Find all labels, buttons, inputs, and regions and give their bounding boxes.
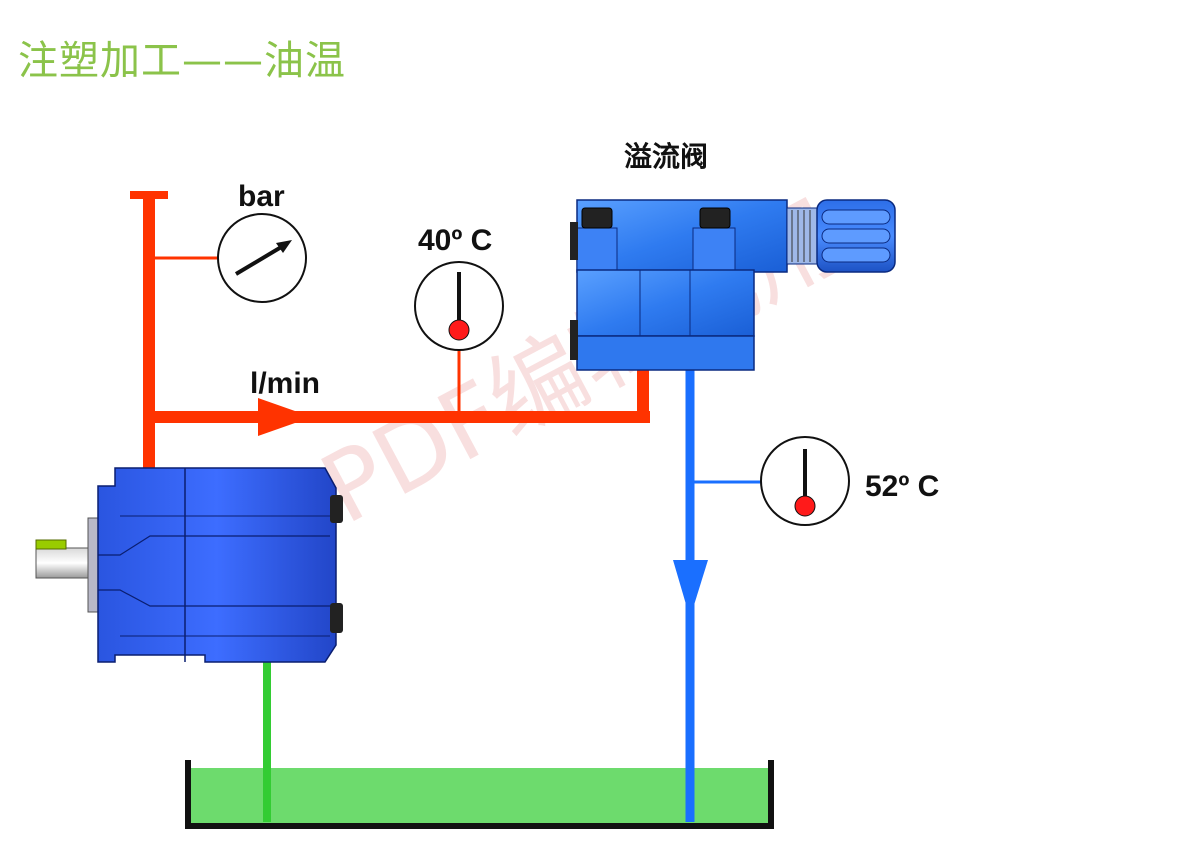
tank-walls [185, 760, 774, 829]
thermometer-return [760, 436, 850, 526]
pressure-unit-label: bar [238, 180, 285, 213]
flow-unit-label: l/min [250, 367, 320, 400]
thermometer-bulb-icon [448, 319, 470, 341]
tank-oil [190, 768, 770, 824]
hydraulic-pump [35, 467, 343, 663]
thermometer-supply [414, 261, 504, 351]
return-direction-arrow [673, 560, 708, 618]
relief-valve-label: 溢流阀 [624, 140, 708, 173]
temp-return-label: 52º C [865, 470, 939, 503]
return-line [673, 370, 762, 822]
temp-supply-label: 40º C [418, 224, 492, 257]
gauge-needle-icon [276, 240, 292, 253]
page-title: 注塑加工——油温 [18, 38, 346, 84]
oil-tank [185, 760, 774, 829]
pressure-gauge [217, 213, 307, 303]
pressure-line [130, 191, 650, 470]
flow-direction-arrow [258, 398, 312, 436]
relief-valve [570, 199, 896, 371]
thermometer-bulb-icon [794, 495, 816, 517]
